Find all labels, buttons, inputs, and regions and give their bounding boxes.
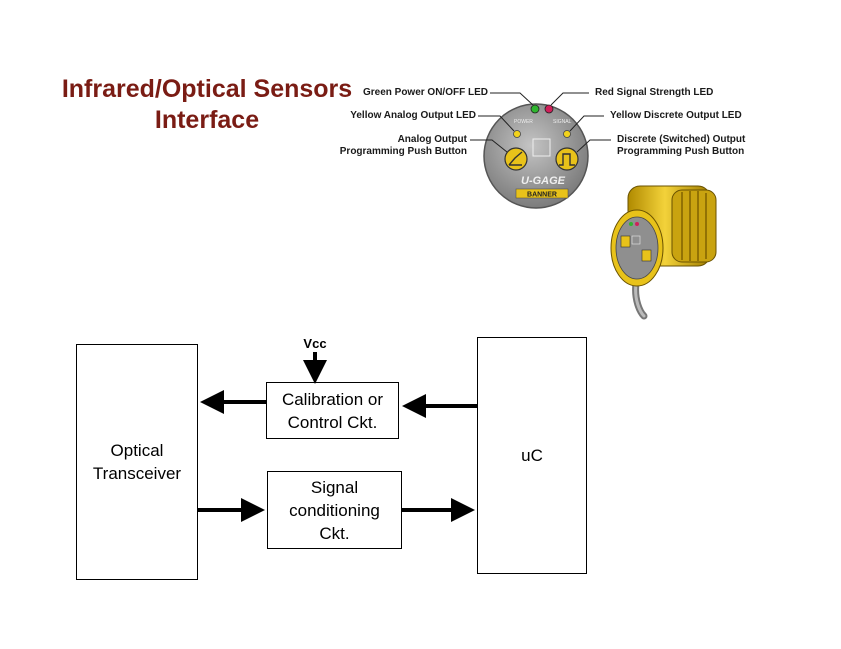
discrete-button-callout-line2: Programming Push Button: [617, 146, 745, 157]
vcc-label: Vcc: [303, 336, 327, 351]
green-power-led-callout: Green Power ON/OFF LED: [362, 87, 488, 98]
sensor-face: POWER SIGNAL U-GAGE BANNER: [483, 103, 589, 209]
callout-leaders: [470, 92, 611, 153]
product-face-label: U-GAGE: [521, 175, 566, 187]
microcontroller-block: uC: [477, 337, 587, 574]
analog-button-callout-line1: Analog Output: [397, 134, 467, 145]
yellow-discrete-led-callout: Yellow Discrete Output LED: [610, 110, 742, 121]
optical-transceiver-block: Optical Transceiver: [76, 344, 198, 580]
signal-face-label: SIGNAL: [553, 119, 572, 125]
red-signal-led-callout: Red Signal Strength LED: [595, 87, 714, 98]
discrete-button-callout-line1: Discrete (Switched) Output: [617, 134, 746, 145]
slide-title-line1: Infrared/Optical Sensors: [61, 75, 353, 103]
signal-conditioning-line1: Signal: [310, 477, 359, 497]
red-signal-led-icon: [544, 104, 554, 114]
sensor-body-image: [610, 185, 717, 320]
green-power-led-icon: [530, 104, 540, 114]
brand-logo: BANNER: [527, 192, 557, 199]
discrete-button-callout: Discrete (Switched) Output Programming P…: [617, 134, 745, 158]
analog-button-icon: [504, 147, 528, 171]
analog-button-callout: Analog Output Programming Push Button: [340, 134, 467, 158]
signal-conditioning-block: Signal conditioning Ckt.: [267, 471, 402, 549]
microcontroller-label: uC: [521, 446, 543, 465]
yellow-analog-led-icon: [513, 130, 521, 138]
analog-button-callout-line2: Programming Push Button: [339, 146, 467, 157]
discrete-button-icon: [555, 147, 579, 171]
slide-title-line2: Interface: [154, 106, 260, 134]
slide-title: Infrared/Optical Sensors Interface: [40, 74, 374, 136]
optical-transceiver-line2: Transceiver: [92, 464, 182, 483]
calibration-line1: Calibration or: [281, 389, 384, 409]
calibration-line2: Control Ckt.: [287, 412, 378, 432]
optical-transceiver-line1: Optical: [110, 441, 164, 460]
yellow-discrete-led-icon: [563, 130, 571, 138]
signal-conditioning-line3: Ckt.: [319, 523, 350, 543]
yellow-analog-led-callout: Yellow Analog Output LED: [350, 110, 476, 121]
power-face-label: POWER: [514, 119, 533, 125]
calibration-block: Calibration or Control Ckt.: [266, 382, 399, 439]
signal-conditioning-line2: conditioning: [289, 500, 380, 520]
